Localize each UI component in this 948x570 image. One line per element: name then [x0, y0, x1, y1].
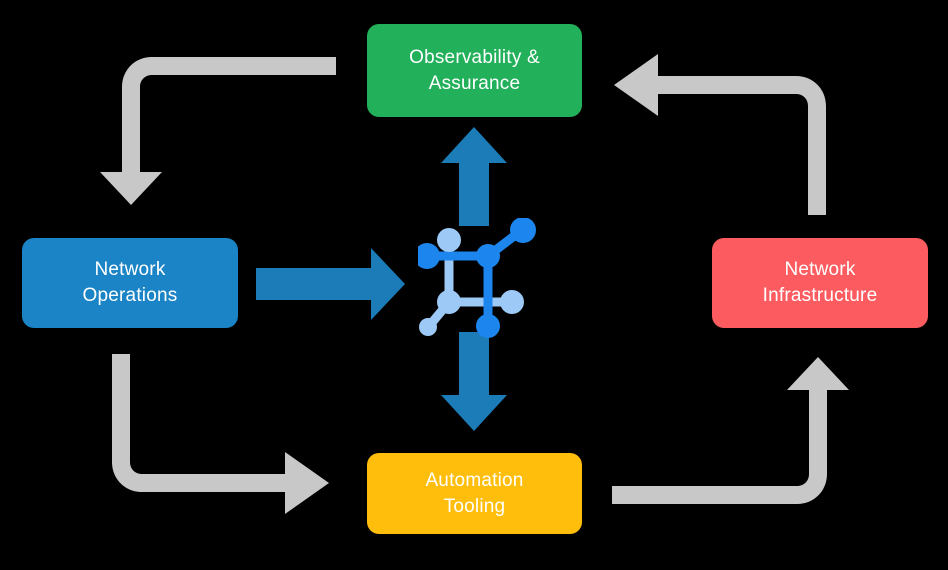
node-observability-assurance[interactable]: Observability & Assurance	[367, 24, 582, 117]
cycle-arrow-operations-to-automation	[112, 354, 329, 514]
network-icon-light-nodes	[419, 228, 524, 336]
accent-arrow-core-to-observability	[441, 127, 507, 226]
node-automation-tooling[interactable]: Automation Tooling	[367, 453, 582, 534]
cycle-arrow-infrastructure-to-observability	[614, 54, 826, 215]
cycle-arrow-observability-to-operations	[100, 57, 336, 205]
network-icon-accent-nodes	[418, 218, 536, 338]
accent-arrow-operations-to-core	[256, 248, 405, 320]
accent-arrow-core-to-automation	[441, 332, 507, 431]
node-network-operations[interactable]: Network Operations	[22, 238, 238, 328]
network-graph-icon	[418, 218, 536, 338]
cycle-arrow-automation-to-infrastructure	[612, 357, 849, 504]
node-network-infrastructure[interactable]: Network Infrastructure	[712, 238, 928, 328]
